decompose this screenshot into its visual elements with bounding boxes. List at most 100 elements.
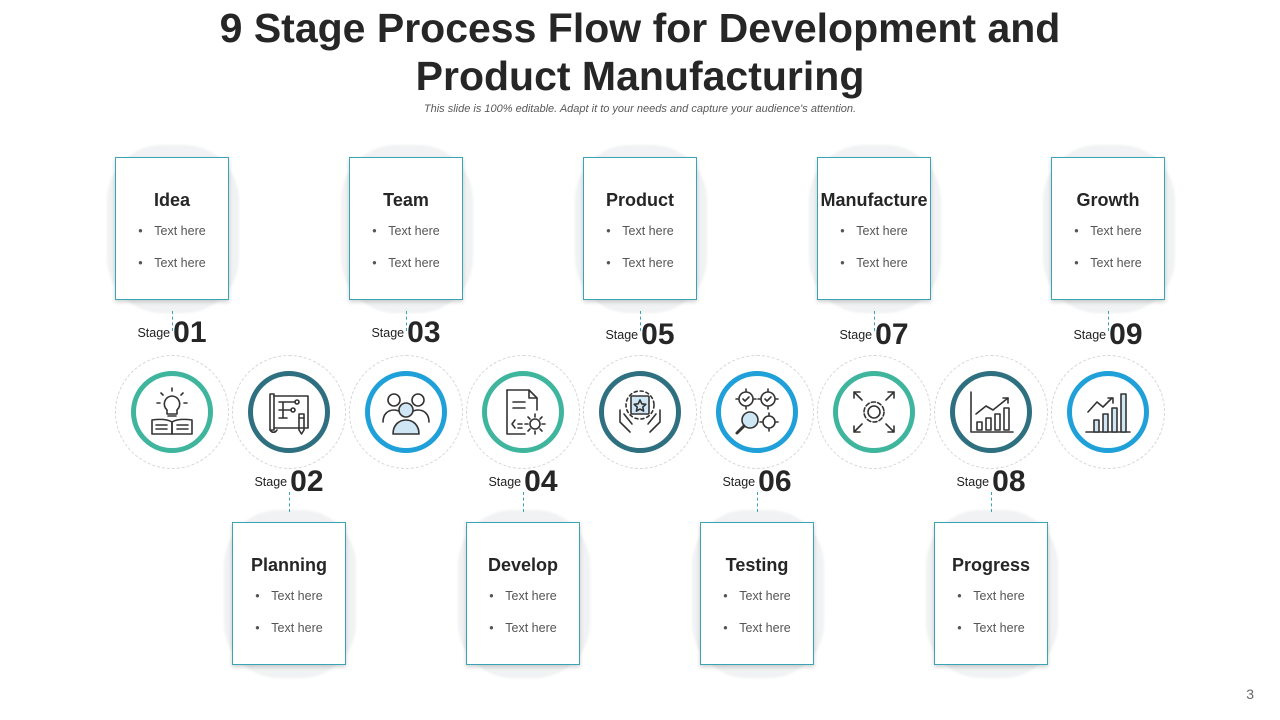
stage-05-title: Product xyxy=(605,190,674,210)
stage-04-title: Develop xyxy=(487,555,559,575)
stage-05-halo xyxy=(583,355,697,469)
bullet-item: •Text here xyxy=(957,621,1025,635)
bullet-item: •Text here xyxy=(723,621,791,635)
team-users-icon xyxy=(382,393,430,435)
stage-08-title: Progress xyxy=(951,555,1031,575)
stage-08-halo xyxy=(934,355,1048,469)
stage-05-icon-circle xyxy=(599,371,681,453)
stage-01-bullets: •Text here •Text here xyxy=(116,224,228,288)
stage-06-connector xyxy=(757,492,758,512)
stage-08-icon-circle xyxy=(950,371,1032,453)
stage-09-number: 09 xyxy=(1109,318,1143,351)
title-line-2: Product Manufacturing xyxy=(415,53,865,99)
stage-02-icon-circle xyxy=(248,371,330,453)
blueprint-pencil-icon xyxy=(269,393,309,435)
bullet-item: •Text here xyxy=(255,589,323,603)
stage-03-bullets: •Text here •Text here xyxy=(350,224,462,288)
stage-07-box: Manufacture •Text here •Text here xyxy=(817,157,931,300)
gears-magnifier-icon xyxy=(735,388,779,435)
hands-star-box-icon xyxy=(619,390,661,433)
stage-09-icon-circle xyxy=(1067,371,1149,453)
stage-05-card: Product •Text here •Text here xyxy=(575,145,707,313)
page-number: 3 xyxy=(1246,686,1254,702)
stage-02-halo xyxy=(232,355,346,469)
stage-02-number: 02 xyxy=(290,465,324,498)
title-line-1: 9 Stage Process Flow for Development and xyxy=(219,5,1061,51)
stage-08-box: Progress •Text here •Text here xyxy=(934,522,1048,665)
stage-07-title: Manufacture xyxy=(820,190,928,210)
stage-07-icon-circle xyxy=(833,371,915,453)
stage-05-connector xyxy=(640,311,641,331)
stage-08-bullets: •Text here •Text here xyxy=(935,589,1047,653)
stage-03-connector xyxy=(406,311,407,331)
stage-05-box: Product •Text here •Text here xyxy=(583,157,697,300)
stage-02-box: Planning •Text here •Text here xyxy=(232,522,346,665)
stage-08-number: 08 xyxy=(992,465,1026,498)
slide-title: 9 Stage Process Flow for Development and… xyxy=(140,4,1140,100)
bullet-item: •Text here xyxy=(372,256,440,270)
stage-02-title: Planning xyxy=(251,555,327,575)
bullet-item: •Text here xyxy=(606,256,674,270)
stage-04-card: Develop •Text here •Text here xyxy=(458,510,590,678)
stage-09-bullets: •Text here •Text here xyxy=(1052,224,1164,288)
bullet-item: •Text here xyxy=(138,224,206,238)
bullet-item: •Text here xyxy=(489,589,557,603)
stage-04-icon-circle xyxy=(482,371,564,453)
stage-04-box: Develop •Text here •Text here xyxy=(466,522,580,665)
stage-02-connector xyxy=(289,492,290,512)
growth-chart-icon xyxy=(1085,393,1131,433)
stage-02-card: Planning •Text here •Text here xyxy=(224,510,356,678)
bullet-item: •Text here xyxy=(489,621,557,635)
stage-04-connector xyxy=(523,492,524,512)
stage-09-card: Growth •Text here •Text here xyxy=(1043,145,1175,313)
bullet-item: •Text here xyxy=(1074,256,1142,270)
stage-04-number: 04 xyxy=(524,465,558,498)
stage-02-bullets: •Text here •Text here xyxy=(233,589,345,653)
bullet-item: •Text here xyxy=(957,589,1025,603)
bullet-item: •Text here xyxy=(138,256,206,270)
stage-01-title: Idea xyxy=(153,190,191,210)
stage-08-card: Progress •Text here •Text here xyxy=(926,510,1058,678)
stage-07-card: Manufacture •Text here •Text here xyxy=(809,145,941,313)
slide-subtitle: This slide is 100% editable. Adapt it to… xyxy=(423,103,857,115)
stage-03-title: Team xyxy=(383,190,429,210)
stage-06-title: Testing xyxy=(725,555,789,575)
gear-arrows-icon xyxy=(853,391,895,433)
stage-06-halo xyxy=(700,355,814,469)
stage-07-bullets: •Text here •Text here xyxy=(818,224,930,288)
stage-01-number: 01 xyxy=(173,316,207,349)
bullet-item: •Text here xyxy=(372,224,440,238)
bullet-item: •Text here xyxy=(1074,224,1142,238)
stage-06-card: Testing •Text here •Text here xyxy=(692,510,824,678)
stage-04-halo xyxy=(466,355,580,469)
stage-09-title: Growth xyxy=(1076,190,1140,210)
stage-05-bullets: •Text here •Text here xyxy=(584,224,696,288)
lightbulb-book-icon xyxy=(151,387,193,435)
stage-03-number: 03 xyxy=(407,316,441,349)
stage-07-halo xyxy=(817,355,931,469)
stage-01-card: Idea •Text here •Text here xyxy=(107,145,239,313)
document-gear-icon xyxy=(506,389,546,435)
stage-07-connector xyxy=(874,311,875,331)
bullet-item: •Text here xyxy=(606,224,674,238)
stage-03-card: Team •Text here •Text here xyxy=(341,145,473,313)
stage-04-bullets: •Text here •Text here xyxy=(467,589,579,653)
stage-01-connector xyxy=(172,311,173,331)
stage-08-connector xyxy=(991,492,992,512)
bullet-item: •Text here xyxy=(723,589,791,603)
stage-09-halo xyxy=(1051,355,1165,469)
stage-03-halo xyxy=(349,355,463,469)
stage-06-box: Testing •Text here •Text here xyxy=(700,522,814,665)
stage-03-icon-circle xyxy=(365,371,447,453)
bullet-item: •Text here xyxy=(840,224,908,238)
stage-01-halo xyxy=(115,355,229,469)
